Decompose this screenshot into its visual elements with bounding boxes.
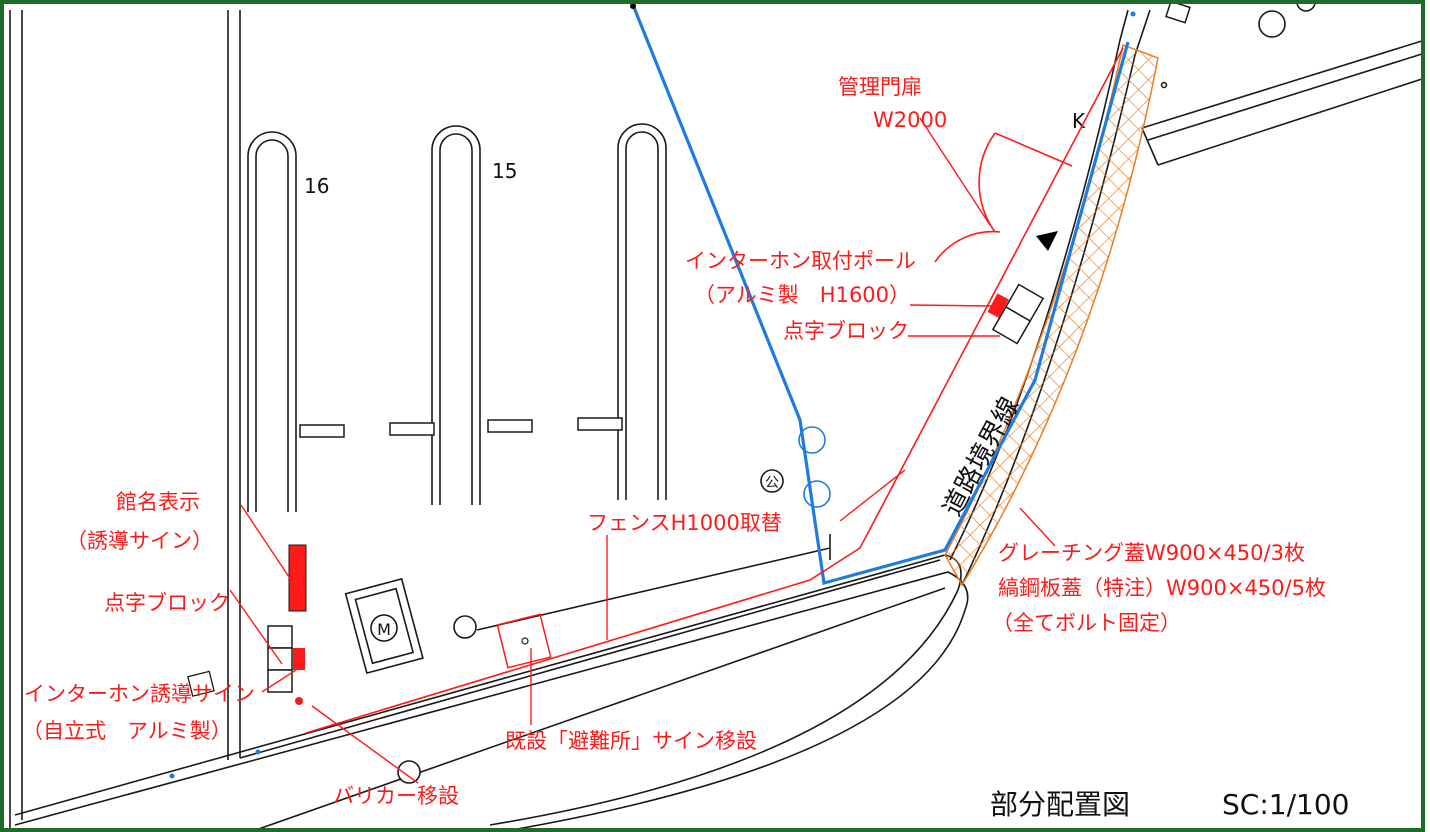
gate-arrow (1036, 231, 1058, 251)
meter-symbol-label: M (377, 620, 391, 639)
grating-label-line3: （全てボルト固定） (992, 611, 1181, 635)
fence-label: フェンスH1000取替 (587, 511, 782, 535)
base-linework (9, 9, 1426, 832)
intercom-sign-label-line2: （自立式 アルミ製） (22, 719, 232, 743)
gate-swing (934, 132, 1073, 263)
shelter-sign-box (496, 613, 552, 669)
intercom-sign-label-line1: インターホン誘導サイン (24, 682, 255, 706)
wheel-stops (299, 417, 623, 438)
gate-label-line1: 管理門扉 (838, 75, 922, 99)
existing-circles (397, 0, 1316, 784)
tactile-block-right-label: 点字ブロック (783, 319, 909, 343)
leader-lines (229, 117, 1056, 784)
public-symbol (760, 469, 784, 493)
tactile-block-left (267, 625, 293, 693)
intercom-pole-marker (987, 293, 1009, 318)
boundary-node-1 (798, 426, 826, 454)
shelter-sign-label: 既設「避難所」サイン移設 (505, 729, 757, 753)
tactile-block-left-label: 点字ブロック (104, 591, 230, 615)
intercom-pole-label-line1: インターホン取付ポール (685, 249, 916, 273)
meter-symbol (370, 614, 398, 642)
drawing-scale: SC:1/100 (1222, 788, 1349, 821)
top-right-objects (1160, 0, 1191, 89)
boundary-node-2 (803, 480, 831, 508)
fence-line (305, 47, 1124, 734)
marker-k: K (1072, 109, 1086, 133)
parking-loops (247, 123, 667, 512)
building-sign-label-line1: 館名表示 (116, 490, 200, 514)
site-boundary-line (631, 4, 1130, 586)
barricade-marker (295, 697, 303, 705)
intercom-sign-marker (293, 648, 305, 670)
gate-label-line2: W2000 (873, 108, 947, 132)
grating-label-line2: 縞鋼板蓋（特注）W900×450/5枚 (998, 576, 1326, 600)
building-sign-label-line2: （誘導サイン） (66, 529, 213, 553)
parking-number-15: 15 (492, 159, 517, 183)
drawing-title: 部分配置図 (990, 788, 1130, 821)
building-sign-marker (288, 544, 307, 612)
intercom-pole-label-line2: （アルミ製 H1600） (694, 283, 910, 307)
public-symbol-label: 公 (765, 475, 779, 491)
barricade-label: バリカー移設 (333, 784, 459, 808)
tactile-block-right (991, 283, 1045, 345)
grating-label-line1: グレーチング蓋W900×450/3枚 (998, 541, 1305, 565)
parking-number-16: 16 (304, 174, 329, 198)
